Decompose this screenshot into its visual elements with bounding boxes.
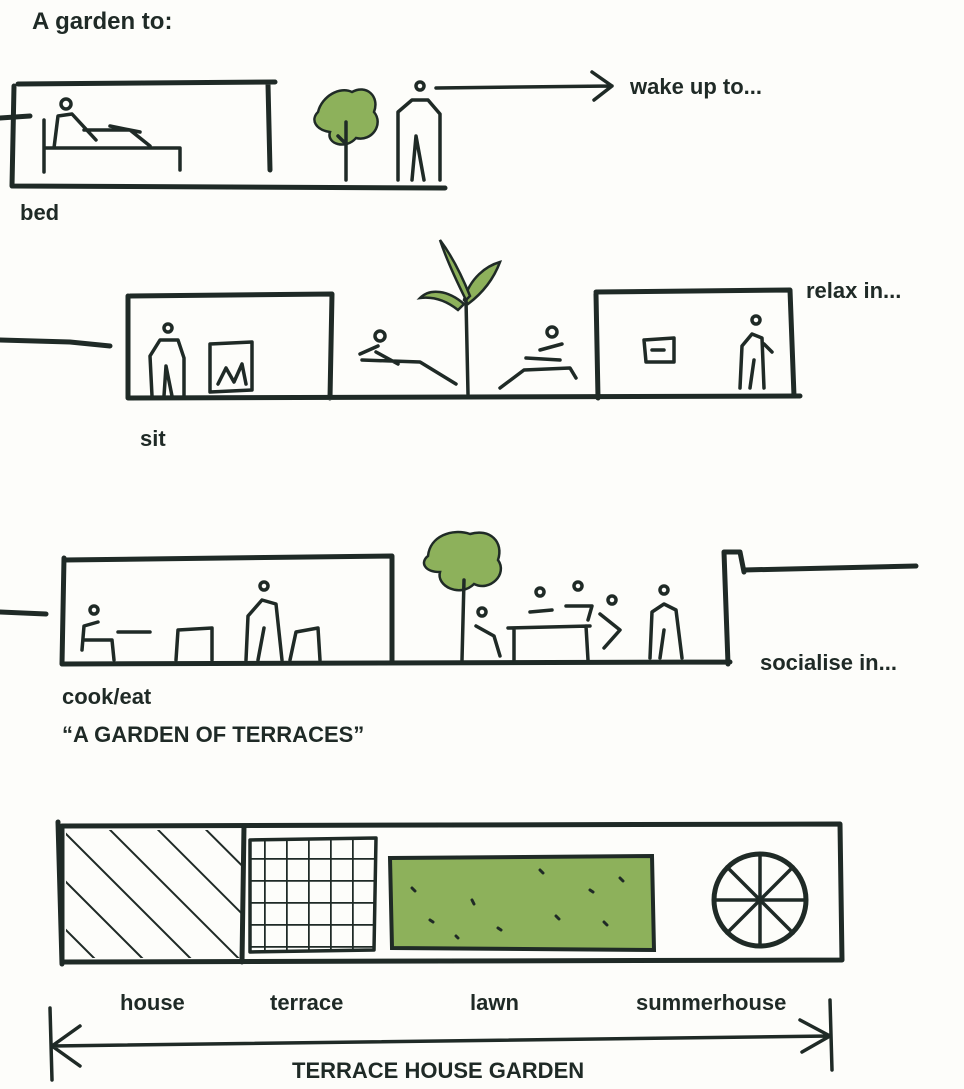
wake-left-ground bbox=[0, 116, 30, 118]
relax-left-ground bbox=[0, 340, 110, 346]
social-left-ground bbox=[0, 612, 46, 614]
person-standing-icon-3 bbox=[246, 582, 320, 660]
person-standing-icon bbox=[398, 82, 440, 180]
wake-section-outline bbox=[12, 82, 445, 188]
person-cooking-icon bbox=[82, 606, 150, 660]
zone-label-terrace: terrace bbox=[270, 992, 343, 1014]
zone-label-house: house bbox=[120, 992, 185, 1014]
scene-relax bbox=[0, 240, 800, 398]
person-standing-icon-4 bbox=[650, 586, 682, 658]
counter-icon bbox=[176, 628, 212, 660]
fireplace-icon bbox=[210, 342, 252, 392]
summerhouse-wheel-icon bbox=[714, 854, 806, 946]
lounger-right-icon bbox=[500, 327, 576, 388]
relax-action-label: relax in... bbox=[806, 280, 901, 302]
person-sitting-icon bbox=[150, 324, 184, 396]
social-action-label: socialise in... bbox=[760, 652, 897, 674]
dining-table-icon bbox=[476, 582, 620, 660]
wake-place-label: bed bbox=[20, 202, 59, 224]
dimension-label: TERRACE HOUSE GARDEN bbox=[292, 1060, 584, 1082]
garden-plan bbox=[50, 822, 842, 1080]
scene-wake bbox=[0, 72, 612, 188]
zone-label-lawn: lawn bbox=[470, 992, 519, 1014]
relax-place-label: sit bbox=[140, 428, 166, 450]
picture-frame-icon bbox=[644, 338, 674, 362]
social-place-label: cook/eat bbox=[62, 686, 151, 708]
scene-social bbox=[0, 532, 916, 664]
person-standing-icon-2 bbox=[740, 316, 772, 388]
tree-icon bbox=[314, 89, 377, 180]
caption: “A GARDEN OF TERRACES” bbox=[62, 724, 364, 746]
house-hatch bbox=[66, 830, 242, 958]
tree-icon-2 bbox=[424, 532, 501, 660]
terrace-hatch bbox=[250, 840, 374, 950]
arrow-right-icon bbox=[436, 72, 612, 100]
lawn-fill bbox=[390, 856, 654, 950]
wake-action-label: wake up to... bbox=[630, 76, 762, 98]
bed-figure-icon bbox=[44, 99, 180, 172]
zone-label-summerhouse: summerhouse bbox=[636, 992, 786, 1014]
page-title: A garden to: bbox=[32, 10, 172, 34]
lounger-left-icon bbox=[360, 331, 456, 384]
